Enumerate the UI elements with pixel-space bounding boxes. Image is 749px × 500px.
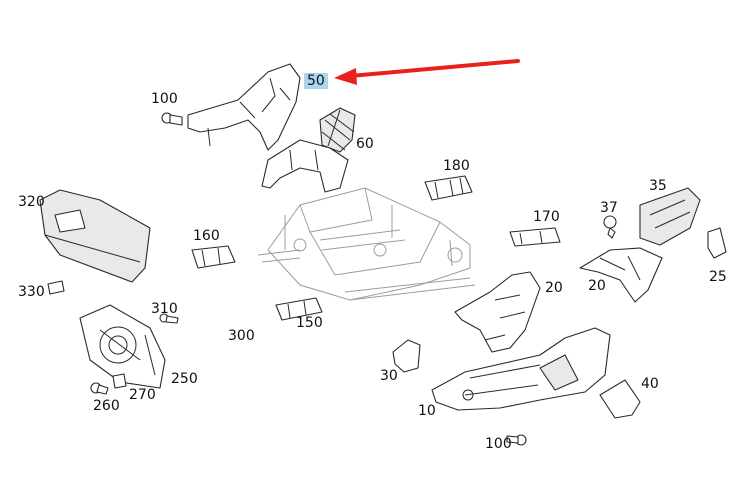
callout-310[interactable]: 310	[151, 301, 178, 317]
callout-330[interactable]: 330	[18, 284, 45, 300]
part-20-bracket-right[interactable]	[579, 247, 663, 303]
callout-37[interactable]: 37	[600, 200, 618, 216]
part-320-cushion[interactable]	[39, 189, 151, 283]
callout-60[interactable]: 60	[356, 136, 374, 152]
part-260-screw[interactable]	[90, 382, 109, 395]
callout-260[interactable]: 260	[93, 398, 120, 414]
part-37-pin[interactable]	[603, 215, 617, 239]
part-30-cover[interactable]	[392, 339, 421, 373]
callout-35[interactable]: 35	[649, 178, 667, 194]
callout-50[interactable]: 50	[304, 73, 328, 89]
part-180-clip[interactable]	[424, 175, 473, 201]
callout-270[interactable]: 270	[129, 387, 156, 403]
callout-100-bottom[interactable]: 100	[485, 436, 512, 452]
part-100-screw-top[interactable]	[161, 112, 183, 126]
part-10-side-cover[interactable]	[431, 327, 611, 411]
callout-100-top[interactable]: 100	[151, 91, 178, 107]
part-270-nut[interactable]	[112, 373, 127, 389]
part-35-cover[interactable]	[639, 187, 701, 246]
callout-250[interactable]: 250	[171, 371, 198, 387]
part-250-housing[interactable]	[79, 304, 166, 389]
callout-150[interactable]: 150	[296, 315, 323, 331]
part-310-pin[interactable]	[159, 313, 179, 324]
seat-frame	[257, 187, 476, 301]
part-25-bracket[interactable]	[707, 227, 727, 259]
callout-300[interactable]: 300	[228, 328, 255, 344]
part-60-bracket[interactable]	[261, 107, 356, 193]
callout-40[interactable]: 40	[641, 376, 659, 392]
part-330-screw[interactable]	[47, 280, 65, 295]
callout-180[interactable]: 180	[443, 158, 470, 174]
part-100-screw-bottom[interactable]	[506, 434, 527, 446]
callout-10[interactable]: 10	[418, 403, 436, 419]
callout-320[interactable]: 320	[18, 194, 45, 210]
part-40-flap[interactable]	[599, 379, 641, 419]
part-170-clip[interactable]	[509, 227, 561, 247]
callout-20-right[interactable]: 20	[588, 278, 606, 294]
callout-20-mid[interactable]: 20	[545, 280, 563, 296]
part-20-bracket-mid[interactable]	[454, 271, 541, 353]
part-50-upper-trim[interactable]	[187, 63, 301, 151]
red-arrow-icon	[334, 59, 520, 85]
callout-30[interactable]: 30	[380, 368, 398, 384]
part-150-clip[interactable]	[275, 297, 323, 321]
part-160-clip[interactable]	[191, 245, 236, 269]
callout-160[interactable]: 160	[193, 228, 220, 244]
callout-25[interactable]: 25	[709, 269, 727, 285]
callout-170[interactable]: 170	[533, 209, 560, 225]
